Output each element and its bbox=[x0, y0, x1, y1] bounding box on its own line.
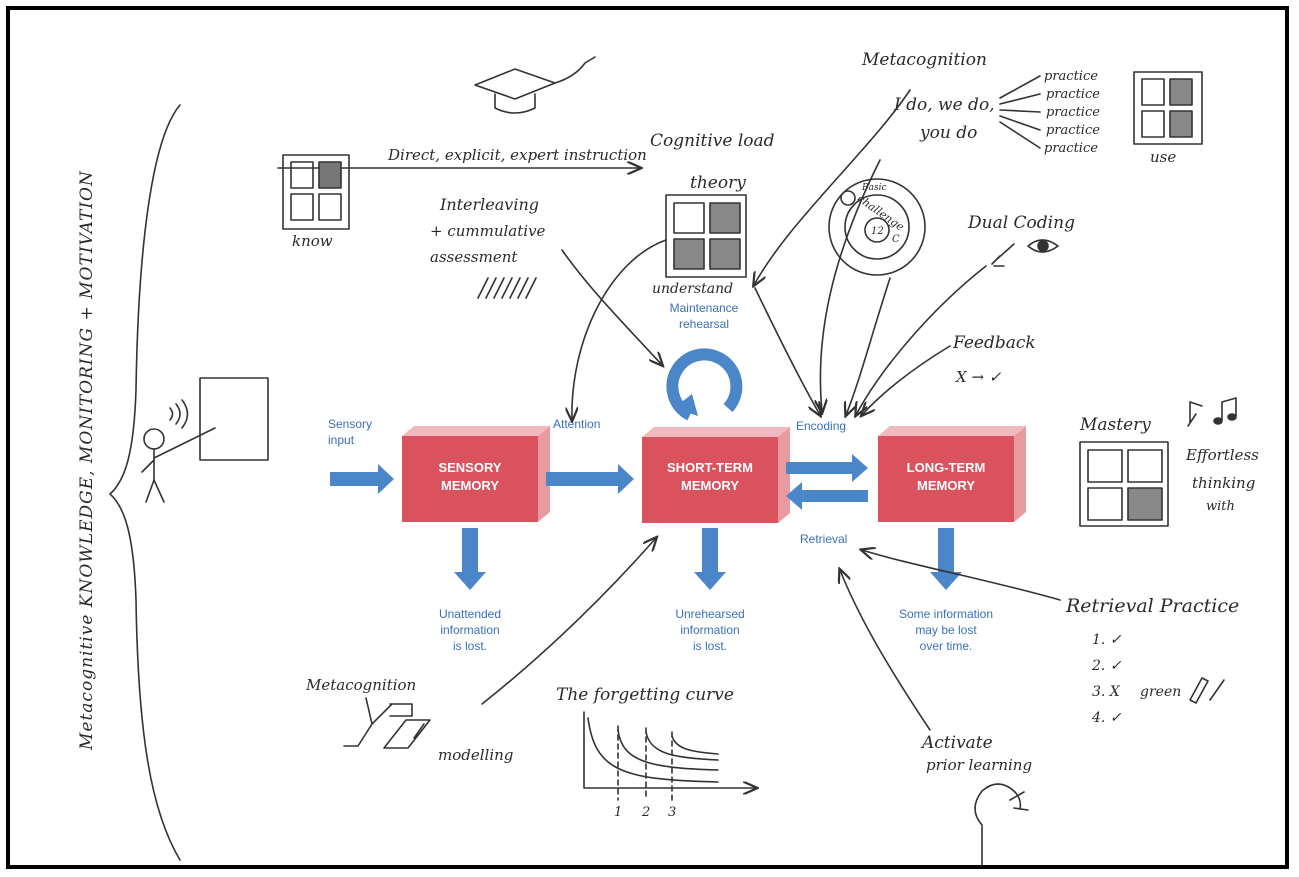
label-sensory-input-2: input bbox=[328, 433, 355, 447]
short-term-label-1: SHORT-TERM bbox=[667, 460, 753, 475]
music-note-icon bbox=[1187, 397, 1237, 427]
label-sensory-input-1: Sensory bbox=[328, 417, 372, 431]
arrow-down-long-term bbox=[930, 528, 962, 590]
some-info-2: may be lost bbox=[915, 623, 977, 637]
curve-tick-3: 3 bbox=[668, 805, 676, 820]
note-understand: understand bbox=[652, 281, 733, 297]
unrehearsed-1: Unrehearsed bbox=[675, 607, 744, 621]
label-maintenance-1: Maintenance bbox=[670, 301, 739, 315]
challenge-basic: Basic bbox=[861, 183, 887, 193]
forgetting-curve-graph bbox=[583, 711, 756, 801]
effortless-1: Effortless bbox=[1185, 446, 1259, 464]
grid-use-icon bbox=[1133, 71, 1203, 145]
teacher-board bbox=[199, 377, 269, 461]
arrow-encoding bbox=[786, 454, 868, 482]
interleaving-2: + cummulative bbox=[430, 222, 546, 240]
challenge-number: 12 bbox=[871, 226, 884, 237]
diagram-frame: Metacognitive KNOWLEDGE, MONITORING + MO… bbox=[6, 6, 1289, 869]
interleaving-3: assessment bbox=[430, 248, 518, 266]
side-label: Metacognitive KNOWLEDGE, MONITORING + MO… bbox=[77, 170, 97, 751]
practice-5: practice bbox=[1044, 141, 1098, 156]
block-long-term-memory: LONG-TERM MEMORY bbox=[878, 426, 1026, 522]
curve-tick-2: 2 bbox=[641, 805, 650, 820]
long-term-label-2: MEMORY bbox=[917, 478, 975, 493]
unattended-2: information bbox=[440, 623, 499, 637]
label-encoding: Encoding bbox=[796, 419, 846, 433]
head-profile-icon bbox=[974, 783, 1029, 866]
grid-mastery-icon bbox=[1079, 441, 1169, 527]
arrow-retrieval bbox=[786, 482, 868, 510]
grid-understand-icon bbox=[665, 194, 747, 278]
maintenance-loop-arrow bbox=[666, 348, 743, 421]
hatching-icon bbox=[477, 277, 537, 299]
note-dual-coding: Dual Coding bbox=[967, 213, 1075, 233]
teacher-figure bbox=[141, 399, 216, 503]
note-feedback: Feedback bbox=[952, 333, 1036, 353]
note-forgetting-curve: The forgetting curve bbox=[556, 685, 734, 705]
practice-3: practice bbox=[1046, 105, 1100, 120]
dual-coding-icons bbox=[991, 239, 1059, 267]
i-do-2: you do bbox=[919, 123, 977, 143]
note-metacognition-bottom: Metacognition bbox=[305, 676, 416, 694]
feedback-marks: X → ✓ bbox=[955, 368, 1002, 386]
effortless-3: with bbox=[1206, 499, 1235, 514]
arrow-sensory-input bbox=[330, 464, 394, 494]
note-use: use bbox=[1150, 148, 1176, 166]
modelling-figure-icon bbox=[343, 697, 431, 749]
retrieval-item-1: 1. ✓ bbox=[1092, 632, 1122, 648]
unattended-1: Unattended bbox=[439, 607, 501, 621]
practice-lines bbox=[999, 75, 1041, 149]
some-info-3: over time. bbox=[920, 639, 973, 653]
practice-1: practice bbox=[1044, 69, 1098, 84]
note-know: know bbox=[292, 232, 333, 250]
curve-tick-1: 1 bbox=[614, 805, 622, 820]
unattended-3: is lost. bbox=[453, 639, 487, 653]
arrow-to-short-term bbox=[546, 464, 634, 494]
i-do-1: I do, we do, bbox=[893, 95, 995, 115]
sensory-label-2: MEMORY bbox=[441, 478, 499, 493]
label-retrieval: Retrieval bbox=[800, 532, 847, 546]
note-direct-instruction: Direct, explicit, expert instruction bbox=[387, 146, 647, 164]
note-theory: theory bbox=[690, 173, 746, 193]
note-cognitive-load: Cognitive load bbox=[650, 131, 775, 151]
activate-2: prior learning bbox=[926, 756, 1032, 774]
arrow-down-short-term bbox=[694, 528, 726, 590]
effortless-2: thinking bbox=[1192, 474, 1255, 492]
left-brace bbox=[109, 104, 181, 861]
note-metacognition-top: Metacognition bbox=[861, 50, 987, 70]
challenge-c: C bbox=[892, 234, 900, 245]
challenge-target-icon bbox=[828, 178, 926, 276]
label-maintenance-2: rehearsal bbox=[679, 317, 729, 331]
arrow-down-sensory bbox=[454, 528, 486, 590]
short-term-label-2: MEMORY bbox=[681, 478, 739, 493]
some-info-1: Some information bbox=[899, 607, 993, 621]
sensory-label-1: SENSORY bbox=[438, 460, 501, 475]
note-retrieval-practice: Retrieval Practice bbox=[1065, 595, 1239, 617]
grid-know-icon bbox=[282, 154, 350, 230]
long-term-label-1: LONG-TERM bbox=[907, 460, 986, 475]
diagram-canvas: Metacognitive KNOWLEDGE, MONITORING + MO… bbox=[77, 50, 1259, 866]
pen-icon bbox=[1189, 677, 1225, 704]
retrieval-green: green bbox=[1140, 684, 1181, 700]
retrieval-item-4: 4. ✓ bbox=[1091, 710, 1122, 726]
practice-4: practice bbox=[1046, 123, 1100, 138]
interleaving-1: Interleaving bbox=[439, 195, 539, 214]
retrieval-item-3: 3. X bbox=[1092, 684, 1121, 700]
unrehearsed-3: is lost. bbox=[693, 639, 727, 653]
note-mastery: Mastery bbox=[1079, 415, 1151, 435]
block-short-term-memory: SHORT-TERM MEMORY bbox=[642, 427, 790, 523]
practice-2: practice bbox=[1046, 87, 1100, 102]
activate-1: Activate bbox=[920, 733, 993, 753]
retrieval-item-2: 2. ✓ bbox=[1091, 658, 1122, 674]
grad-cap-icon bbox=[474, 56, 596, 114]
unrehearsed-2: information bbox=[680, 623, 739, 637]
block-sensory-memory: SENSORY MEMORY bbox=[402, 426, 550, 522]
note-modelling: modelling bbox=[438, 746, 513, 764]
label-attention: Attention bbox=[553, 417, 600, 431]
